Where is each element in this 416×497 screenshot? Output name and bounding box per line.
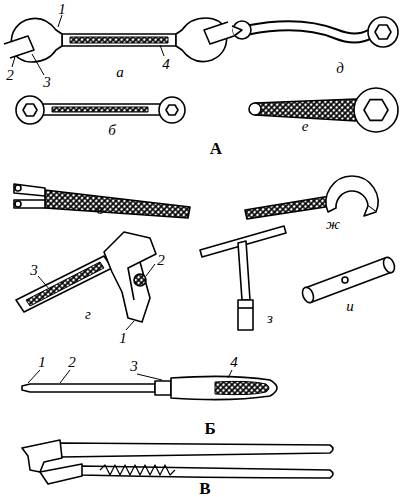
hook-spanner [245, 176, 378, 219]
callout-label: г [85, 307, 91, 322]
callout-label: и [346, 299, 354, 314]
callout-label: 3 [30, 263, 38, 278]
callout-label: 4 [162, 57, 170, 72]
callout-label: 3 [130, 359, 138, 374]
pin-spanner [14, 184, 190, 218]
callout-label: 1 [119, 331, 127, 346]
group-letter: А [210, 140, 222, 157]
callout-label: б [108, 123, 116, 138]
callout-label: 2 [157, 253, 165, 268]
callout-label: а [116, 65, 124, 80]
adjustable-wrench [16, 232, 156, 330]
callout-label: д [336, 61, 344, 76]
callout-label: з [267, 311, 273, 326]
callout-label: 4 [230, 355, 238, 370]
offset-ring-wrench [232, 17, 398, 47]
ring-wrench [16, 96, 185, 124]
callout-label: 3 [43, 75, 51, 90]
callout-label: е [302, 119, 309, 134]
screwdriver [22, 370, 277, 400]
callout-label: 2 [68, 355, 76, 370]
tube-socket-wrench [300, 256, 396, 305]
t-socket-wrench [200, 226, 286, 330]
callout-label: 1 [58, 1, 66, 16]
callout-label: 1 [38, 355, 46, 370]
group-letter: В [199, 479, 210, 496]
box-wrench [249, 88, 398, 132]
group-letter: Б [204, 420, 215, 437]
pipe-wrench [22, 440, 333, 484]
callout-label: ж [326, 217, 340, 232]
callout-label: 2 [6, 68, 14, 83]
callout-label: в [97, 202, 104, 217]
